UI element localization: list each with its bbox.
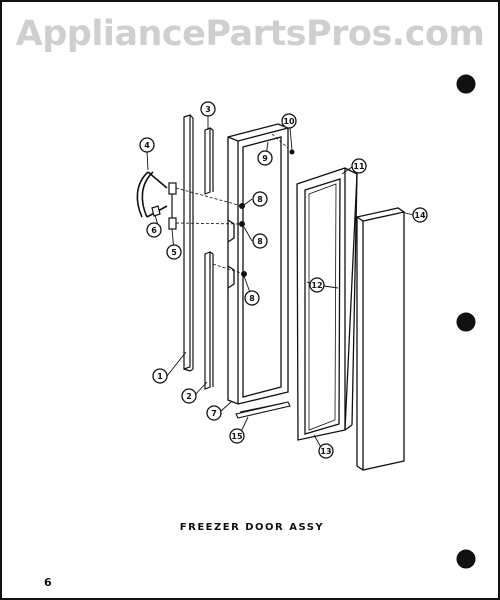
svg-text:8: 8 [257,237,263,246]
part-hinge-bracket [168,182,177,230]
callout-12: 12 [309,277,325,293]
part-screw [151,205,161,217]
callout-8-upper: 8 [252,191,268,207]
part-door-panel [356,207,405,471]
callout-9: 9 [257,150,273,166]
svg-text:5: 5 [171,248,177,257]
svg-text:10: 10 [283,117,295,126]
callout-2: 2 [181,388,197,404]
svg-text:1: 1 [157,372,163,381]
svg-text:3: 3 [205,105,211,114]
callout-15: 15 [229,428,245,444]
part-callouts: 1 2 3 4 5 6 7 8 8 8 9 10 11 12 13 14 15 [139,101,428,459]
callout-5: 5 [166,244,182,260]
svg-text:15: 15 [231,432,243,441]
svg-text:2: 2 [186,392,192,401]
svg-text:9: 9 [262,154,268,163]
callout-10: 10 [281,113,297,129]
watermark-text: AppliancePartsPros.com [15,14,485,54]
part-door-gasket [296,167,358,441]
callout-6: 6 [146,222,162,238]
callout-14: 14 [412,207,428,223]
callout-3: 3 [200,101,216,117]
binder-hole-bottom-icon [456,549,476,569]
svg-text:12: 12 [311,281,322,290]
diagram-caption: FREEZER DOOR ASSY [179,522,325,533]
svg-text:13: 13 [320,447,331,456]
svg-text:4: 4 [144,141,150,150]
part-frame-screws [239,149,295,277]
assembly-guide-lines [175,133,289,275]
svg-text:8: 8 [257,195,263,204]
page-number: 6 [44,576,52,589]
part-trim-strip [183,114,194,372]
binder-hole-middle-icon [456,312,476,332]
part-kick-plate [235,401,291,419]
callout-11: 11 [351,158,367,174]
binder-hole-top-icon [456,74,476,94]
callout-13: 13 [318,443,334,459]
part-door-frame [227,123,289,405]
svg-text:14: 14 [414,211,426,220]
part-upper-strip [204,127,214,195]
part-lower-strip [204,251,214,390]
callout-7: 7 [206,405,222,421]
svg-text:11: 11 [353,162,365,171]
callout-1: 1 [152,368,168,384]
callout-4: 4 [139,137,155,153]
callout-8-middle: 8 [252,233,268,249]
svg-text:6: 6 [151,226,157,235]
svg-text:8: 8 [249,294,255,303]
callout-8-lower: 8 [244,290,260,306]
svg-text:7: 7 [211,409,217,418]
